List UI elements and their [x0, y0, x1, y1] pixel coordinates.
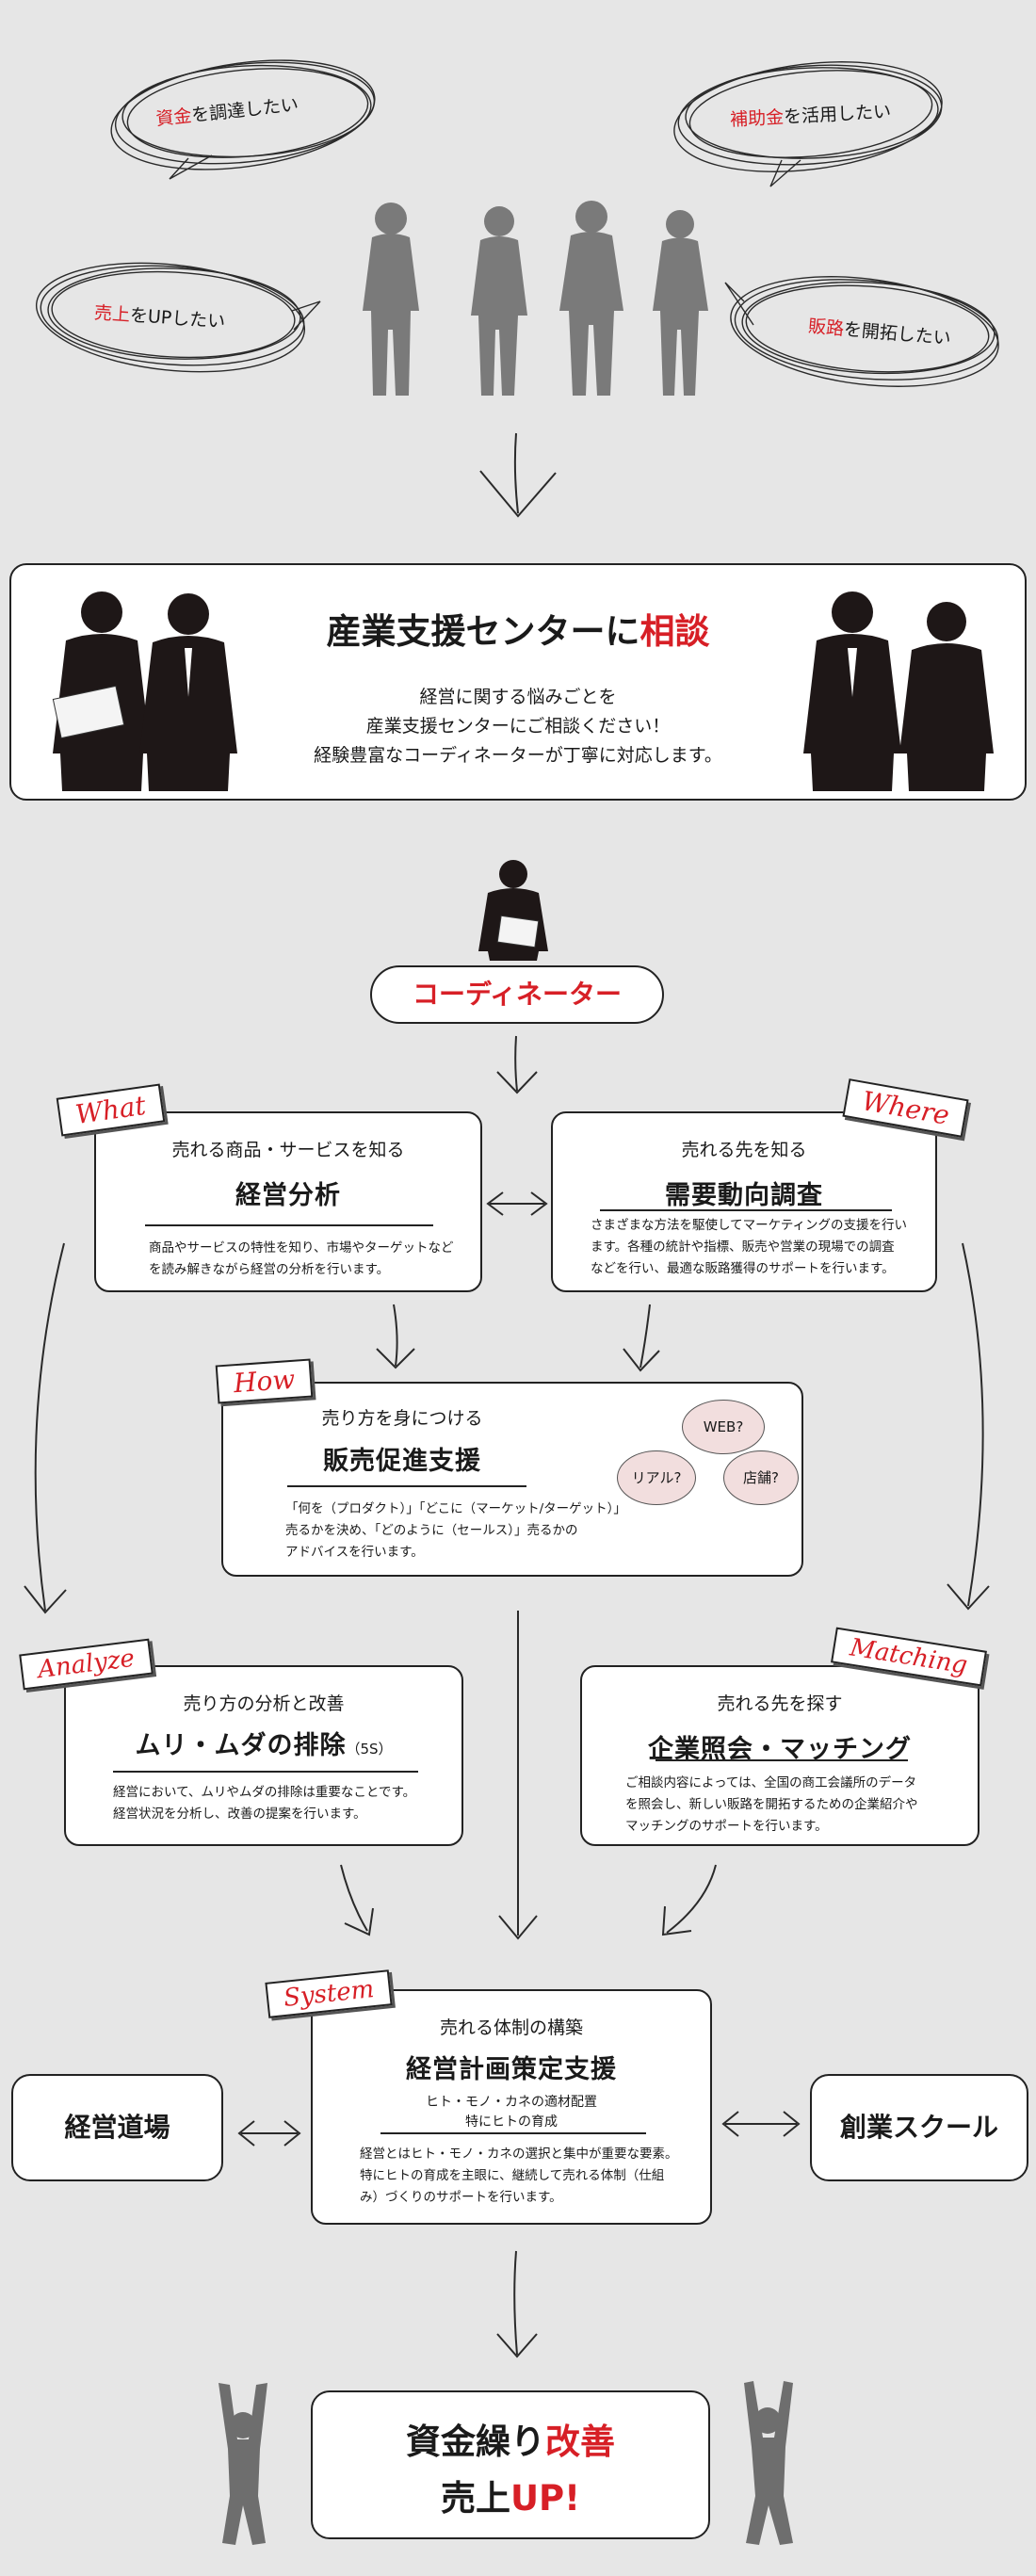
bubble-channel-red: 販路: [807, 316, 845, 340]
result-line-1-main: 資金繰り: [406, 2422, 545, 2462]
matching-desc-3: マッチングのサポートを行います。: [625, 1819, 828, 1834]
what-box: 売れる商品・サービスを知る 経営分析 商品やサービスの特性を知り、市場やターゲッ…: [94, 1111, 482, 1292]
bubble-sales-red: 売上: [93, 302, 131, 326]
consult-body: 経営に関する悩みごとを 産業支援センターにご相談ください！ 経験豊富なコーディネ…: [0, 683, 1036, 770]
what-sub: 売れる商品・サービスを知る: [171, 1140, 405, 1160]
how-rule: [287, 1485, 526, 1487]
analyze-title-row: ムリ・ムダの排除（5S）: [66, 1725, 461, 1761]
how-bubble-web: WEB?: [682, 1400, 765, 1454]
arrows-to-how: [376, 1304, 660, 1372]
consult-line-3: 経験豊富なコーディネーターが丁寧に対応します。: [314, 745, 722, 766]
where-title: 需要動向調査: [665, 1181, 823, 1210]
how-desc-2: 売るかを決め、「どのように（セールス）」売るかの: [285, 1523, 578, 1538]
result-line-2-red: UP!: [510, 2478, 581, 2519]
analyze-title: ムリ・ムダの排除: [135, 1731, 347, 1760]
how-sub: 売り方を身につける: [321, 1408, 483, 1429]
analyze-desc-1: 経営において、ムリやムダの排除は重要なことです。: [113, 1785, 416, 1800]
dojo-box: 経営道場: [11, 2074, 223, 2181]
system-desc-1: 経営とはヒト・モノ・カネの選択と集中が重要な要素。: [360, 2147, 678, 2162]
how-bubble-store: 店舗?: [723, 1450, 799, 1505]
consult-title-main: 産業支援センターに: [326, 611, 640, 652]
bubble-funding-red: 資金: [154, 105, 193, 130]
matching-desc: ご相談内容によっては、全国の商工会議所のデータ を照会し、新しい販路を開拓するた…: [625, 1773, 918, 1838]
matching-sub: 売れる先を探す: [717, 1693, 843, 1714]
analyze-title-small: （5S）: [346, 1741, 393, 1758]
bubble-subsidy-red: 補助金: [729, 106, 785, 131]
system-sub: 売れる体制の構築: [439, 2017, 583, 2038]
bubble-scribble-4: [724, 276, 999, 387]
what-desc-1: 商品やサービスの特性を知り、市場やターゲットなど: [149, 1240, 454, 1256]
consult-line-1: 経営に関する悩みごとを: [419, 687, 617, 707]
how-desc-3: アドバイスを行います。: [285, 1545, 424, 1560]
result-line-1-red: 改善: [545, 2422, 615, 2462]
school-box: 創業スクール: [810, 2074, 1028, 2181]
consult-box: [9, 563, 1027, 801]
where-desc-1: さまざまな方法を駆使してマーケティングの支援を行い: [591, 1218, 908, 1233]
matching-desc-2: を照会し、新しい販路を開拓するための企業紹介や: [625, 1797, 918, 1812]
arrows-system-sides: [237, 2111, 801, 2147]
how-bubble-real: リアル?: [617, 1450, 696, 1505]
bubble-scribble-2: [673, 61, 943, 187]
result-line-2: 売上UP!: [313, 2470, 708, 2520]
arrow-down-1: [479, 432, 557, 518]
bubble-scribble-3: [35, 262, 321, 373]
analyze-box: 売り方の分析と改善 ムリ・ムダの排除（5S） 経営において、ムリやムダの排除は重…: [64, 1665, 463, 1846]
system-box: 売れる体制の構築 経営計画策定支援 ヒト・モノ・カネの適材配置 特にヒトの育成 …: [311, 1989, 712, 2225]
how-tag: How: [215, 1358, 314, 1404]
where-rule: [600, 1209, 892, 1211]
how-desc-1: 「何を（プロダクト）」「どこに（マーケット/ターゲット）」: [285, 1501, 626, 1516]
system-desc-3: み）づくりのサポートを行います。: [360, 2190, 562, 2205]
where-sub: 売れる先を知る: [681, 1140, 807, 1160]
businessmen-left-silhouette: [52, 591, 237, 791]
arrow-down-result: [496, 2250, 538, 2358]
where-desc: さまざまな方法を駆使してマーケティングの支援を行い ます。各種の統計や指標、販売…: [591, 1215, 907, 1280]
system-note-2: 特にヒトの育成: [465, 2114, 558, 2130]
where-desc-3: などを行い、最適な販路獲得のサポートを行います。: [591, 1261, 895, 1276]
system-note: ヒト・モノ・カネの適材配置 特にヒトの育成: [313, 2093, 710, 2132]
arrow-center-to-system: [498, 1611, 538, 1940]
what-title: 経営分析: [235, 1181, 341, 1210]
system-rule: [380, 2132, 646, 2134]
result-box: 資金繰り改善 売上UP!: [311, 2390, 710, 2539]
where-box: 売れる先を知る 需要動向調査 さまざまな方法を駆使してマーケティングの支援を行い…: [551, 1111, 937, 1292]
where-desc-2: ます。各種の統計や指標、販売や営業の現場での調査: [591, 1239, 895, 1255]
consult-line-2: 産業支援センターにご相談ください！: [365, 716, 671, 737]
coordinator-silhouette: [478, 860, 548, 961]
result-line-2-main: 売上: [440, 2478, 510, 2519]
what-rule: [145, 1224, 433, 1226]
matching-rule: [656, 1759, 908, 1761]
bubble-scribble-1: [110, 59, 376, 180]
celebrating-people-silhouettes: [219, 2381, 793, 2545]
coordinator-pill: コーディネーター: [370, 965, 664, 1024]
how-title: 販売促進支援: [323, 1447, 481, 1476]
matching-box: 売れる先を探す 企業照会・マッチング ご相談内容によっては、全国の商工会議所のデ…: [580, 1665, 979, 1846]
what-desc-2: を読み解きながら経営の分析を行います。: [149, 1262, 390, 1277]
arrows-to-system: [340, 1864, 717, 1936]
how-desc: 「何を（プロダクト）」「どこに（マーケット/ターゲット）」 売るかを決め、「どの…: [285, 1499, 626, 1563]
result-line-1: 資金繰り改善: [313, 2413, 708, 2464]
arrows-side-long: [24, 1242, 990, 1614]
analyze-desc: 経営において、ムリやムダの排除は重要なことです。 経営状況を分析し、改善の提案を…: [113, 1782, 415, 1825]
businessmen-right-silhouette: [803, 591, 994, 791]
bubble-subsidy-text: を活用したい: [783, 101, 892, 128]
system-desc-2: 特にヒトの育成を主眼に、継続して売れる体制（仕組: [360, 2168, 665, 2183]
arrow-down-2: [496, 1035, 538, 1094]
what-desc: 商品やサービスの特性を知り、市場やターゲットなど を読み解きながら経営の分析を行…: [149, 1238, 453, 1281]
system-title: 経営計画策定支援: [406, 2055, 617, 2084]
system-desc: 経営とはヒト・モノ・カネの選択と集中が重要な要素。 特にヒトの育成を主眼に、継続…: [360, 2144, 678, 2209]
consult-title: 産業支援センターに相談: [0, 603, 1036, 654]
system-note-1: ヒト・モノ・カネの適材配置: [426, 2095, 597, 2110]
arrow-what-where: [486, 1191, 548, 1216]
worried-people-silhouettes: [363, 201, 708, 396]
analyze-sub: 売り方の分析と改善: [183, 1693, 345, 1714]
analyze-desc-2: 経営状況を分析し、改善の提案を行います。: [113, 1806, 366, 1822]
consult-title-red: 相談: [639, 611, 710, 652]
matching-title: 企業照会・マッチング: [648, 1735, 912, 1764]
analyze-rule: [113, 1771, 418, 1773]
matching-desc-1: ご相談内容によっては、全国の商工会議所のデータ: [625, 1775, 917, 1790]
